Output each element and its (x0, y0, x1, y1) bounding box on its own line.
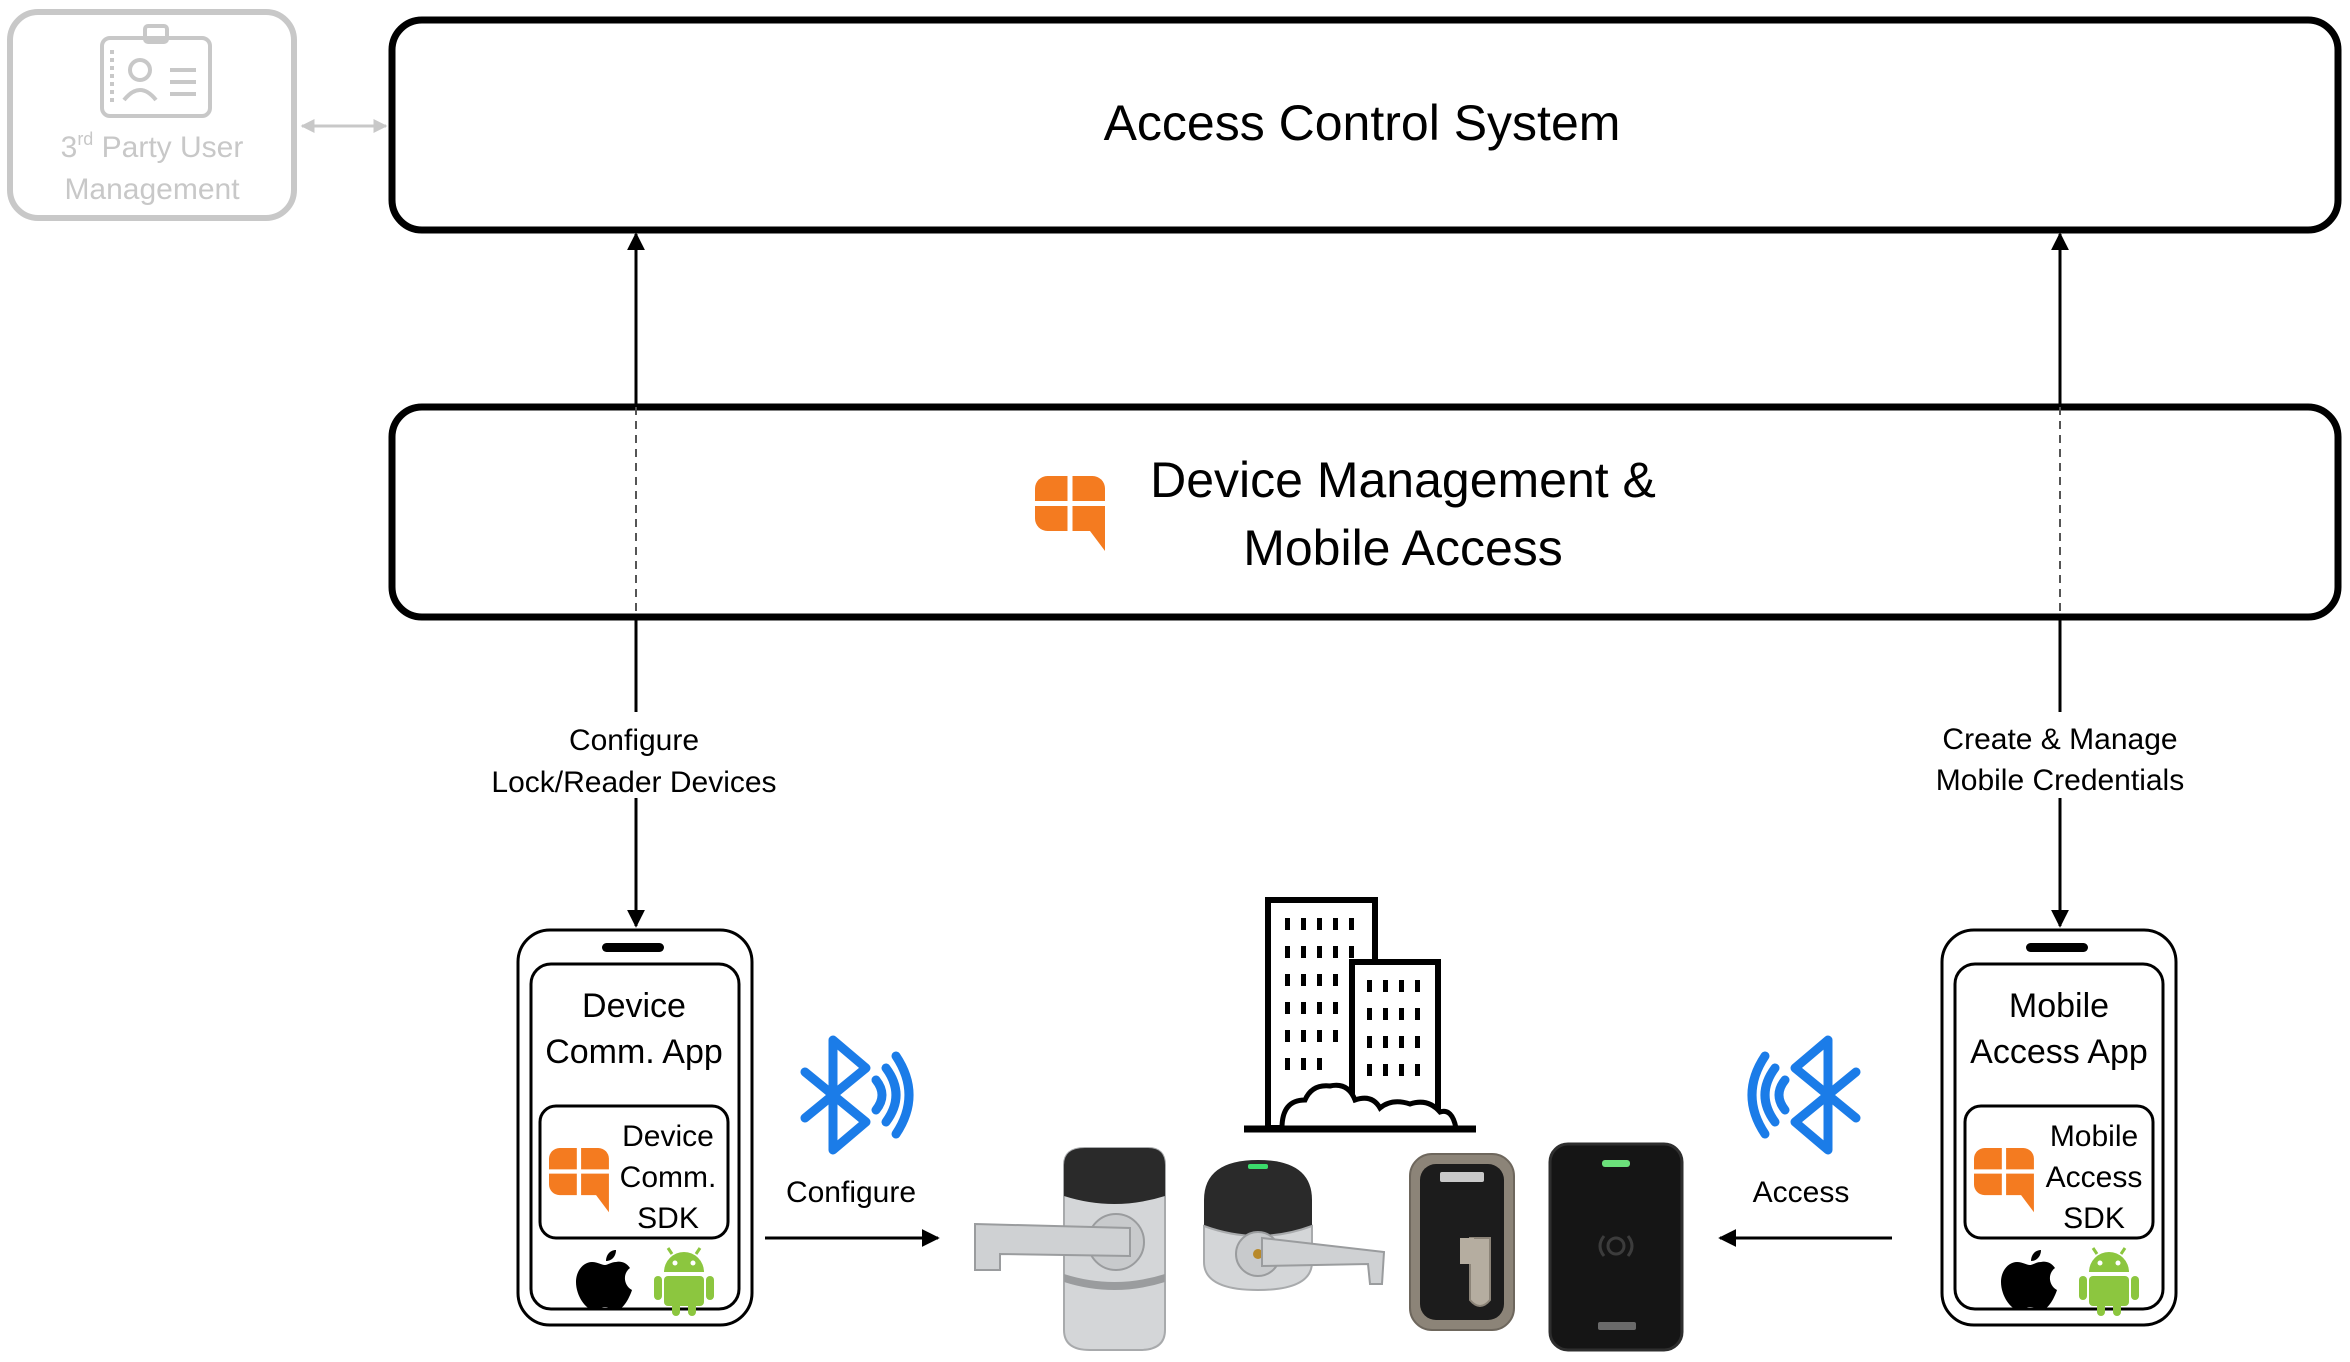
third-party-user-management: 3rd Party User Management (7, 9, 297, 221)
right-sdk-line2: Access (2046, 1161, 2143, 1194)
android-icon (654, 1247, 714, 1316)
third-party-label-line2: Management (64, 173, 240, 206)
svg-text:3rd Party User: 3rd Party User (61, 129, 244, 164)
card-reader-icon (1548, 1142, 1684, 1352)
right-sdk-line3: SDK (2063, 1202, 2125, 1235)
apple-icon (576, 1250, 632, 1310)
id-badge-icon (100, 24, 212, 118)
building-icon (1244, 897, 1476, 1133)
device-management-title-line2: Mobile Access (1243, 520, 1563, 576)
access-control-system-box: Access Control System (388, 16, 2342, 234)
third-party-label-prefix: 3 (61, 131, 78, 164)
left-phone-app-line1: Device (582, 987, 686, 1025)
configure-devices-label-line2: Lock/Reader Devices (491, 766, 776, 799)
device-management-box: Device Management & Mobile Access (388, 403, 2342, 621)
manage-credentials-label-line1: Create & Manage (1942, 723, 2177, 756)
third-party-label-sup: rd (77, 129, 93, 149)
deadbolt-icon (1409, 1153, 1515, 1331)
configure-label: Configure (786, 1176, 916, 1209)
apple-icon (2001, 1250, 2057, 1310)
lever-lock-icon (974, 1147, 1166, 1351)
access-label: Access (1753, 1176, 1850, 1209)
left-phone-app-line2: Comm. App (545, 1033, 723, 1071)
left-sdk-line3: SDK (637, 1202, 699, 1235)
lever-lock-icon (1203, 1160, 1386, 1292)
manage-credentials-label-line2: Mobile Credentials (1936, 764, 2184, 797)
right-phone-app-line1: Mobile (2009, 987, 2109, 1025)
third-party-label-rest: Party User (93, 131, 243, 164)
device-management-title-line1: Device Management & (1150, 452, 1656, 508)
right-phone: Mobile Access App Mobile Access SDK (1940, 928, 2178, 1327)
bluetooth-icon (800, 1035, 914, 1155)
left-sdk-line1: Device (622, 1120, 714, 1153)
right-sdk-line1: Mobile (2050, 1120, 2138, 1153)
access-control-title: Access Control System (1104, 95, 1621, 151)
configure-devices-label-line1: Configure (569, 724, 699, 757)
android-icon (2079, 1247, 2139, 1316)
right-phone-app-line2: Access App (1970, 1033, 2148, 1071)
bluetooth-icon (1747, 1035, 1861, 1155)
left-sdk-line2: Comm. (620, 1161, 717, 1194)
left-phone: Device Comm. App Device Comm. SDK (516, 928, 754, 1327)
